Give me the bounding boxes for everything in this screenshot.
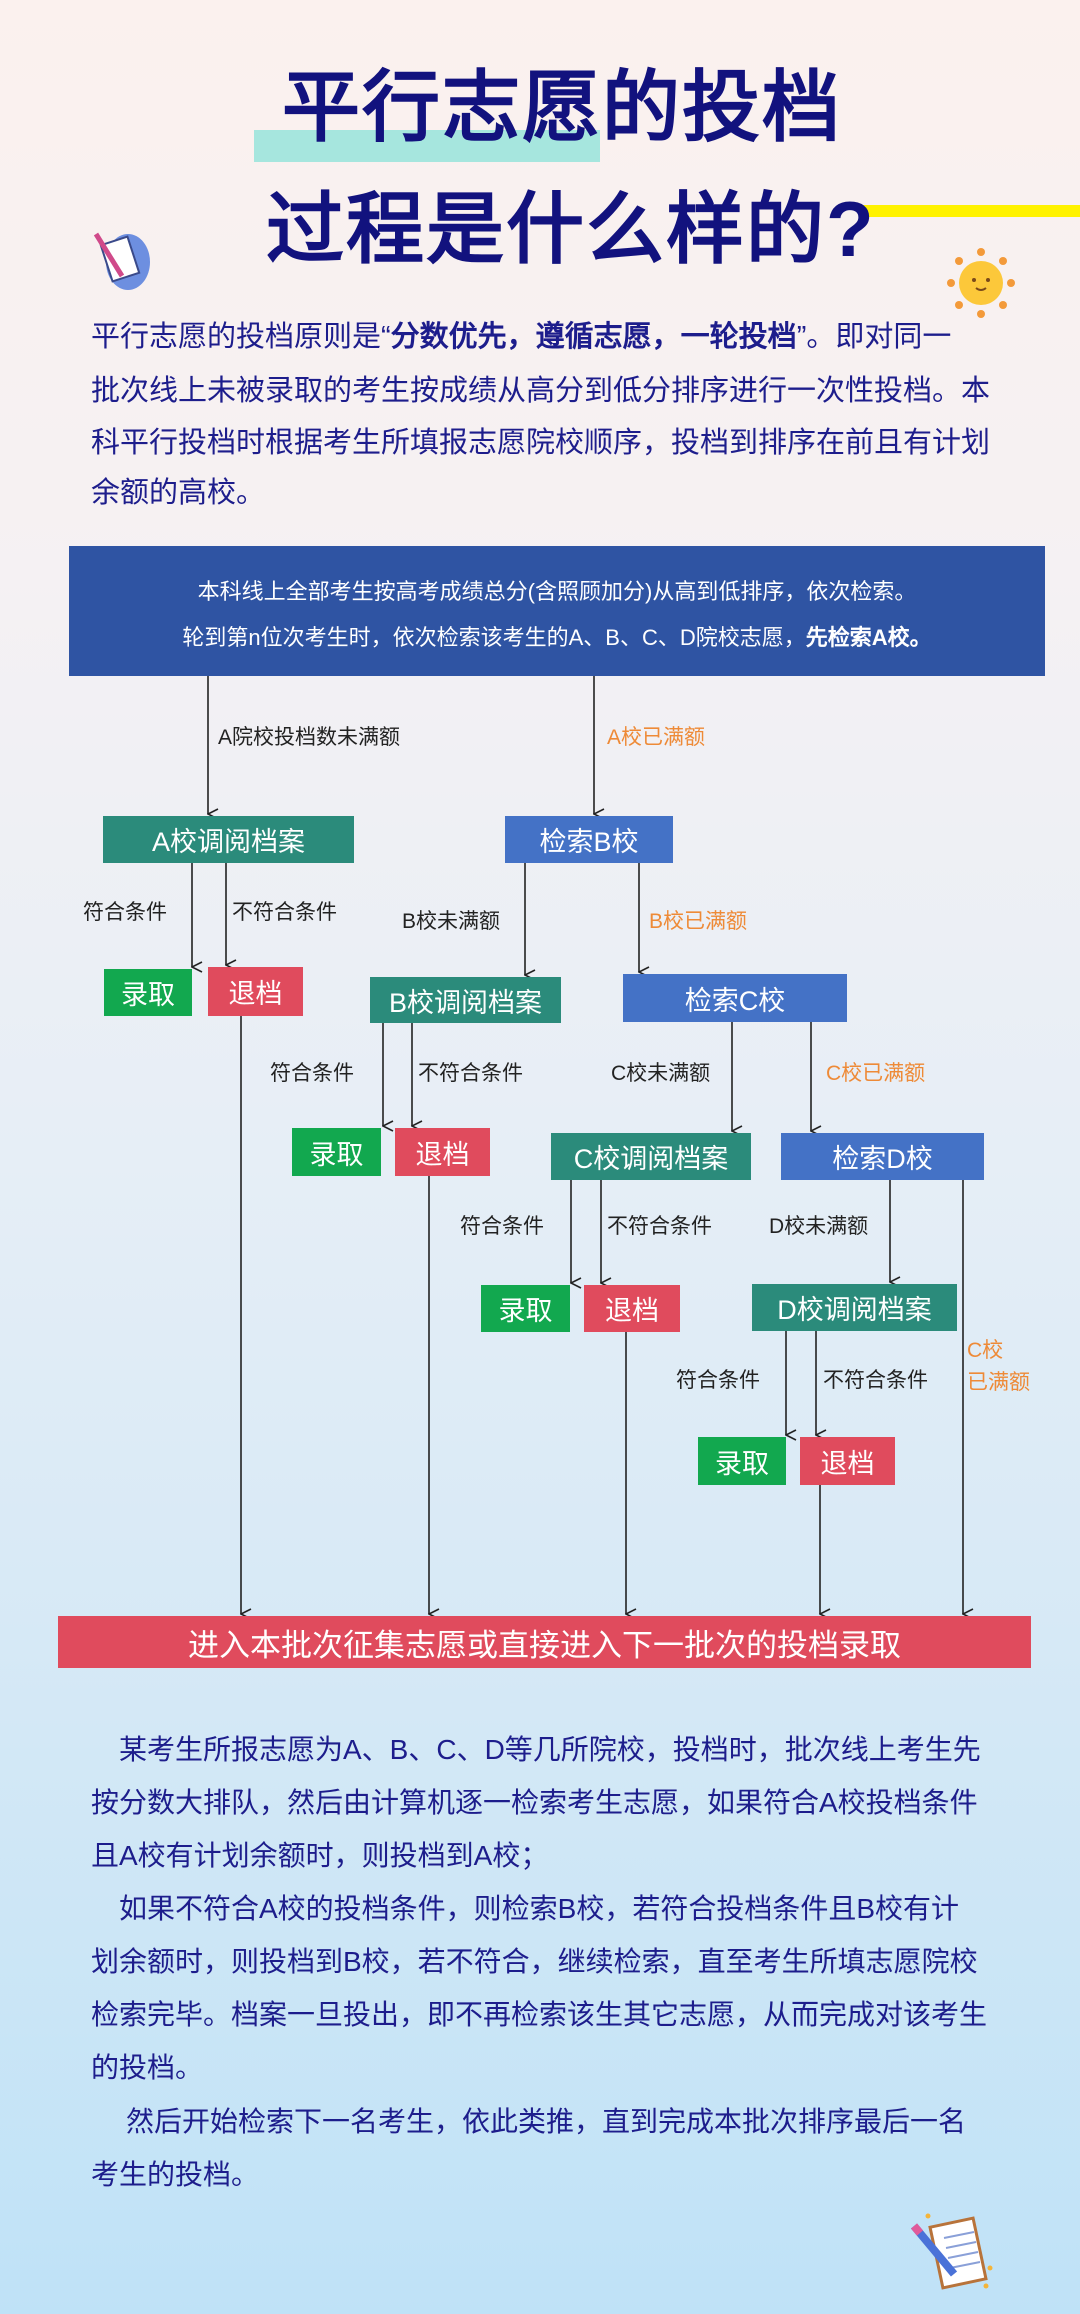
- sun-icon: [947, 248, 1015, 318]
- d-qualify-label: 符合条件: [676, 1369, 760, 1392]
- c-full-label: C校已满额: [826, 1062, 926, 1085]
- d-not-qualify-label: 不符合条件: [823, 1369, 928, 1392]
- a-full-label: A校已满额: [607, 726, 706, 749]
- page-title-line1: 平行志愿的投档: [282, 63, 843, 151]
- intro-line-4: 余额的高校。: [91, 477, 266, 509]
- c-review-box: C校调阅档案: [551, 1133, 751, 1180]
- a-admit-box: 录取: [104, 969, 192, 1016]
- d-review-box: D校调阅档案: [752, 1284, 957, 1331]
- b-not-full-label: B校未满额: [402, 910, 501, 933]
- start-line-1: 本科线上全部考生按高考成绩总分(含照顾加分)从高到低排序，依次检索。: [197, 579, 917, 604]
- c-not-full-label: C校未满额: [611, 1062, 711, 1085]
- page-title-line2: 过程是什么样的?: [266, 185, 876, 273]
- b-not-qualify-label: 不符合条件: [418, 1062, 523, 1085]
- explain-line: 某考生所报志愿为A、B、C、D等几所院校，投档时，批次线上考生先: [119, 1734, 981, 1765]
- d-full-label-line1: C校: [967, 1339, 1004, 1362]
- intro-line-1: 平行志愿的投档原则是“分数优先，遵循志愿，一轮投档”。即对同一: [91, 321, 952, 353]
- explain-line: 的投档。: [91, 2052, 204, 2083]
- b-full-label: B校已满额: [649, 910, 748, 933]
- flow-start-box: 本科线上全部考生按高考成绩总分(含照顾加分)从高到低排序，依次检索。 轮到第n位…: [69, 546, 1045, 676]
- c-admit-box: 录取: [481, 1285, 570, 1332]
- title-highlight: [254, 130, 600, 162]
- notepad-pencil-icon: [910, 2213, 993, 2290]
- explain-line: 如果不符合A校的投档条件，则检索B校，若符合投档条件且B校有计: [119, 1893, 960, 1924]
- explain-line: 检索完毕。档案一旦投出，即不再检索该生其它志愿，从而完成对该考生: [91, 1999, 988, 2030]
- b-reject-box: 退档: [395, 1128, 490, 1176]
- a-qualify-label: 符合条件: [83, 901, 167, 924]
- search-d-box: 检索D校: [781, 1133, 984, 1180]
- a-review-box: A校调阅档案: [103, 816, 354, 863]
- search-b-box: 检索B校: [505, 816, 673, 863]
- c-reject-box: 退档: [584, 1285, 680, 1332]
- search-c-box: 检索C校: [623, 974, 847, 1022]
- b-admit-box: 录取: [292, 1128, 381, 1176]
- title-accent-line: [860, 205, 1080, 217]
- intro-line-3: 科平行投档时根据考生所填报志愿院校顺序，投档到排序在前且有计划: [91, 427, 991, 459]
- d-reject-box: 退档: [800, 1437, 895, 1485]
- explain-line: 然后开始检索下一名考生，依此类推，直到完成本批次排序最后一名: [126, 2106, 967, 2137]
- b-review-box: B校调阅档案: [370, 977, 561, 1023]
- d-not-full-label: D校未满额: [769, 1215, 869, 1238]
- explain-line: 划余额时，则投档到B校，若不符合，继续检索，直至考生所填志愿院校: [91, 1946, 978, 1977]
- notepad-icon: [93, 232, 150, 290]
- c-not-qualify-label: 不符合条件: [607, 1215, 712, 1238]
- start-line-2: 轮到第n位次考生时，依次检索该考生的A、B、C、D院校志愿，先检索A校。: [182, 625, 932, 650]
- c-qualify-label: 符合条件: [460, 1215, 544, 1238]
- d-full-label-line2: 已满额: [967, 1371, 1030, 1394]
- a-not-full-label: A院校投档数未满额: [218, 726, 401, 749]
- a-not-qualify-label: 不符合条件: [232, 901, 337, 924]
- explain-line: 考生的投档。: [91, 2159, 260, 2190]
- b-qualify-label: 符合条件: [270, 1062, 354, 1085]
- a-reject-box: 退档: [208, 967, 303, 1016]
- flow-end-box: 进入本批次征集志愿或直接进入下一批次的投档录取: [58, 1616, 1031, 1668]
- intro-line-2: 批次线上未被录取的考生按成绩从高分到低分排序进行一次性投档。本: [91, 375, 991, 407]
- explain-line: 按分数大排队，然后由计算机逐一检索考生志愿，如果符合A校投档条件: [91, 1787, 978, 1818]
- d-admit-box: 录取: [698, 1437, 786, 1485]
- explain-line: 且A校有计划余额时，则投档到A校；: [91, 1840, 549, 1871]
